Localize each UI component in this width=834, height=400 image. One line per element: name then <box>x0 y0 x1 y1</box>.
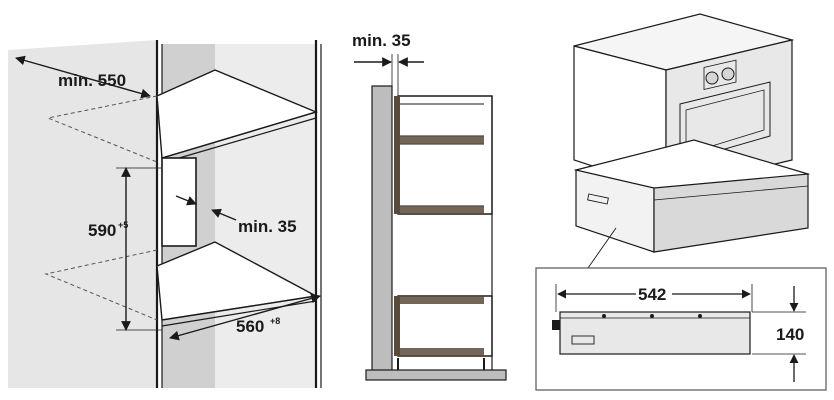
side-appliance-upper <box>394 96 400 214</box>
warming-drawer-front <box>653 173 809 253</box>
height-tolerance: +5 <box>118 220 128 230</box>
side-section-drawing: min. 35 <box>352 31 507 381</box>
rear-gap-label: min. 35 <box>238 217 297 236</box>
niche-drawing: min. 550 590 +5 560 +8 min. 35 <box>8 40 322 388</box>
side-appliance-lower <box>394 296 400 356</box>
niche-left-wall <box>8 40 157 388</box>
width-label: 560 <box>236 317 264 336</box>
detail-drawer-body <box>559 311 751 355</box>
oven-window <box>679 81 771 163</box>
width-dimension-line <box>169 293 321 341</box>
appliance-drawing <box>573 13 811 269</box>
side-floor <box>365 369 507 381</box>
oven-knob-left <box>705 71 719 85</box>
detail-leader <box>587 227 617 269</box>
side-wall <box>371 85 393 373</box>
depth-dimension-line <box>15 55 151 99</box>
oven-knob-right <box>721 67 735 81</box>
drawer-detail-box: 542 140 <box>535 267 827 391</box>
depth-label: min. 550 <box>58 71 126 90</box>
rear-gap-arrow <box>175 195 197 206</box>
detail-height-label: 140 <box>776 325 804 344</box>
height-label: 590 <box>88 221 116 240</box>
side-gap-label: min. 35 <box>352 31 411 50</box>
detail-width-label: 542 <box>638 285 666 304</box>
width-tolerance: +8 <box>270 316 280 326</box>
